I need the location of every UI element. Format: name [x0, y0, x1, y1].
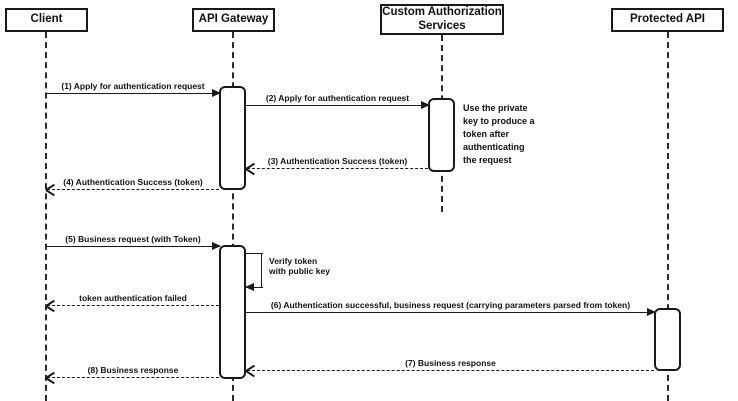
- message-2-label: (2) Apply for authentication request: [265, 93, 410, 103]
- message-8-arrow: [47, 377, 219, 378]
- actor-api-gateway: API Gateway: [192, 8, 275, 32]
- message-1-label: (1) Apply for authentication request: [61, 81, 205, 91]
- lifeline-client: [45, 32, 47, 401]
- message-4-arrow: [47, 189, 219, 190]
- message-4-label: (4) Authentication Success (token): [63, 177, 203, 187]
- message-5-label: (5) Business request (with Token): [65, 234, 201, 244]
- message-6-arrow: [246, 308, 656, 316]
- actor-custom-authorization-services: Custom Authorization Services: [380, 4, 504, 35]
- arrowhead-icon: [245, 283, 254, 291]
- activation-custom-authorization-services: [428, 98, 455, 172]
- activation-api-gateway-auth: [219, 86, 246, 190]
- message-failed-arrow: [47, 305, 219, 306]
- self-message-return-segment: [245, 283, 263, 291]
- actor-protected-api: Protected API: [611, 8, 724, 32]
- message-2-arrow: [246, 101, 430, 109]
- self-message-top-segment: [246, 253, 263, 254]
- message-7-arrow: [247, 370, 654, 371]
- lifeline-api-gateway: [232, 32, 234, 401]
- arrowhead-icon: [647, 308, 656, 316]
- message-6-label: (6) Authentication successful, business …: [270, 300, 631, 310]
- message-5-arrow: [46, 242, 221, 250]
- note-private-key: Use the private key to produce a token a…: [463, 103, 535, 165]
- arrowhead-icon: [212, 242, 221, 250]
- activation-api-gateway-business: [219, 245, 246, 379]
- message-7-label: (7) Business response: [405, 358, 496, 368]
- message-1-arrow: [46, 89, 221, 97]
- arrowhead-icon: [421, 101, 430, 109]
- message-3-arrow: [247, 168, 428, 169]
- arrowhead-icon: [212, 89, 221, 97]
- message-8-label: (8) Business response: [87, 365, 179, 375]
- self-message-label: Verify token with public key: [269, 256, 330, 276]
- lifeline-protected-api: [667, 32, 669, 401]
- message-3-label: (3) Authentication Success (token): [267, 156, 408, 166]
- activation-protected-api: [654, 308, 681, 371]
- actor-client: Client: [5, 8, 88, 32]
- self-message-side-segment: [261, 253, 262, 287]
- message-failed-label: token authentication failed: [79, 293, 187, 303]
